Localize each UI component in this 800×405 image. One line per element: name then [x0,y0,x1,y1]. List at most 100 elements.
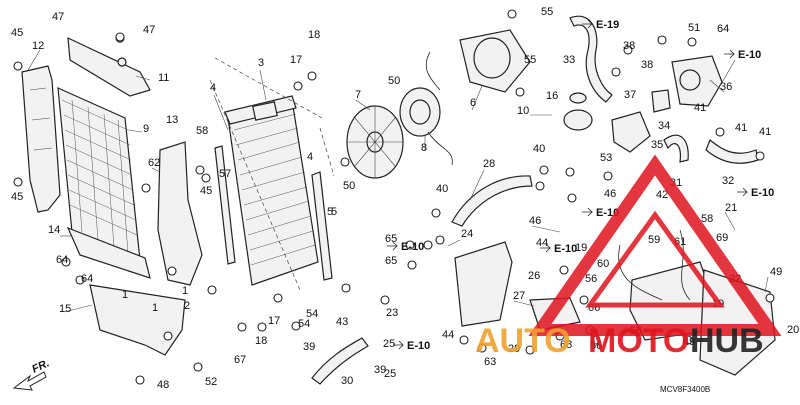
callout-43: 43 [336,316,348,328]
callout-46: 46 [604,188,616,200]
callout-49: 49 [770,266,782,278]
front-arrow: FR. [12,357,51,391]
bolt-icon [237,322,247,332]
ref-label: E-10 [751,187,774,199]
callout-58: 58 [196,125,208,137]
callout-54: 54 [298,318,310,330]
ref-arrow-icon [582,207,593,217]
lower-bracket-14 [66,226,151,279]
bolt-icon [257,322,267,332]
ref-label-e-10: E-10 [737,187,774,199]
diagram-code: MCV8F3400B [660,385,710,394]
ref-label-e-19: E-19 [582,19,619,31]
bolt-icon [405,240,415,250]
bolt-icon [579,295,589,305]
callout-37: 37 [624,89,636,101]
bolt-icon [715,127,725,137]
bolt-icon [75,275,85,285]
fan-motor [399,87,453,166]
bolt-icon [380,295,390,305]
watermark-text: AUTO MOTO HUB [475,322,764,360]
callout-54: 54 [306,308,318,320]
ref-label: E-19 [596,19,619,31]
callout-45: 45 [11,27,23,39]
ref-label: E-10 [554,243,577,255]
leader-line [724,211,736,231]
callout-57: 57 [219,168,231,180]
bolt-icon [293,81,303,91]
leader-line [63,304,93,313]
callout-47: 47 [52,11,64,23]
callout-50: 50 [388,75,400,87]
ref-arrow-icon [387,241,398,251]
leader-line [764,276,769,293]
bolt-icon [195,165,205,175]
callout-63: 63 [484,356,496,368]
callout-1: 1 [152,302,158,314]
leader-line [513,300,535,307]
bolt-icon [435,235,445,245]
callout-17: 17 [290,54,302,66]
callout-21: 21 [725,202,737,214]
bolt-icon [207,285,217,295]
bolt-icon [535,181,545,191]
leader-line [27,49,41,71]
bolt-icon [477,343,487,353]
hose-31 [663,134,689,163]
callout-25: 25 [383,338,395,350]
hose-33 [569,15,613,103]
bolt-icon [201,173,211,183]
hose-32 [705,139,759,164]
radiator-side-cover [21,65,61,213]
bolt-icon [13,177,23,187]
callout-13: 13 [166,114,178,126]
callout-56: 56 [585,273,597,285]
hose-30 [311,337,369,385]
callout-5: 5 [331,206,337,218]
callout-27: 27 [513,290,525,302]
callout-1: 1 [122,289,128,301]
fan-shroud [425,29,531,93]
callout-29: 29 [508,343,520,355]
callout-2: 2 [184,300,190,312]
callout-14: 14 [48,224,60,236]
callout-56: 56 [590,340,602,352]
callout-18: 18 [308,29,320,41]
callout-3: 3 [258,57,264,69]
bolt-icon [687,37,697,47]
leader-line [469,169,485,201]
bolt-icon [61,257,71,267]
cooling-fan [346,105,404,179]
bolt-icon [407,260,417,270]
lower-shroud-13 [157,141,203,286]
callout-51: 51 [688,22,700,34]
callout-52: 52 [205,376,217,388]
callout-68: 68 [560,339,572,351]
callout-64: 64 [56,254,68,266]
bolt-icon [515,87,525,97]
bolt-icon [141,183,151,193]
callout-44: 44 [536,237,548,249]
callout-35: 35 [651,139,663,151]
ref-arrow-icon [737,187,748,197]
callout-50: 50 [343,180,355,192]
bolt-icon [291,321,301,331]
radiator-side-bars [214,145,333,281]
callout-55: 55 [541,6,553,18]
callout-41: 41 [735,122,747,134]
callout-53: 53 [600,152,612,164]
callout-19: 19 [575,242,587,254]
callout-23: 23 [386,307,398,319]
ref-arrow-icon [582,19,593,29]
watermark-brand-mid: MOTO [588,322,689,360]
bolt-icon [603,171,613,181]
leader-line [531,225,561,233]
callout-64: 64 [717,23,729,35]
callout-44: 44 [442,329,454,341]
dashed-guide-lines [209,57,335,291]
callout-41: 41 [759,126,771,138]
callout-18: 18 [255,335,267,347]
callout-58: 58 [701,213,713,225]
